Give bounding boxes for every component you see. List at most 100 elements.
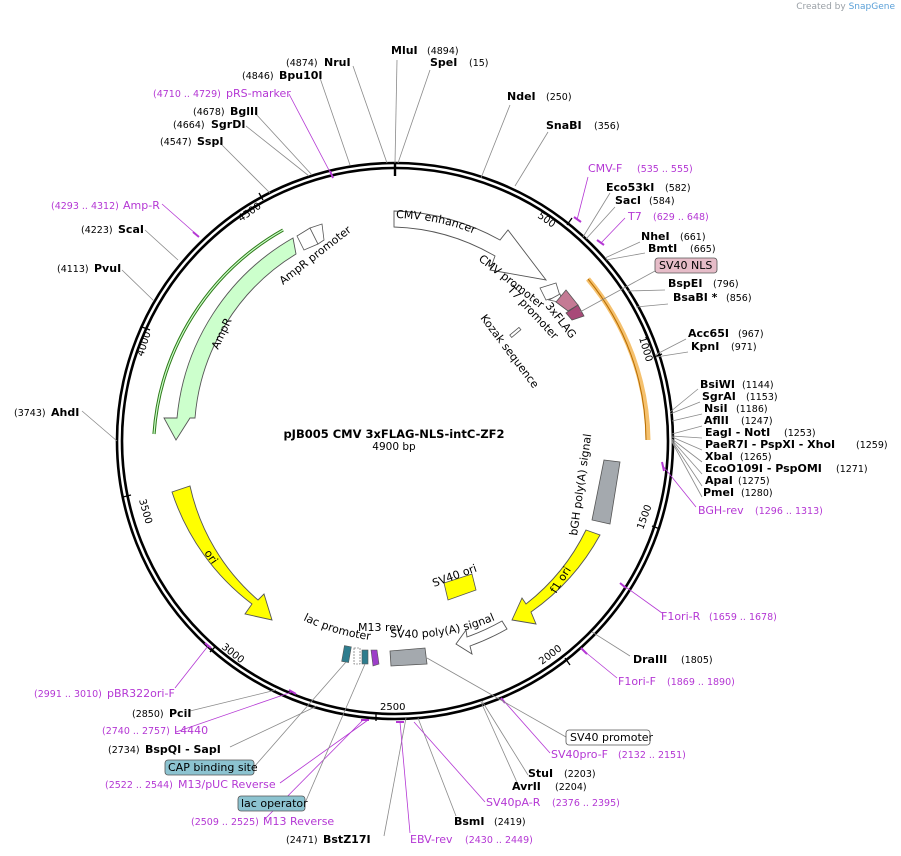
primer-name: pRS-marker bbox=[226, 87, 291, 100]
f1-ori-arrow bbox=[511, 529, 601, 625]
site-pos: (1153) bbox=[746, 392, 778, 403]
site-name: NruI bbox=[324, 56, 351, 69]
site-pos: (2419) bbox=[494, 817, 526, 828]
site-name: AhdI bbox=[51, 406, 79, 419]
site-pos: (584) bbox=[649, 196, 675, 207]
cap-site-mark bbox=[341, 645, 352, 663]
site-pos: (1265) bbox=[740, 452, 772, 463]
ampr-arrow bbox=[163, 237, 297, 441]
sv40-ori-feature bbox=[443, 573, 477, 601]
sv40-promoter-box bbox=[565, 729, 651, 746]
site-pos: (2204) bbox=[555, 782, 587, 793]
site-pos: (856) bbox=[726, 293, 752, 304]
tick-1500: 1500 bbox=[635, 503, 654, 531]
site-name: SspI bbox=[197, 135, 223, 148]
lac-promoter-mark bbox=[353, 647, 361, 665]
site-pos: (4547) bbox=[160, 137, 192, 148]
primer-pos: (2740 .. 2757) bbox=[102, 726, 170, 737]
lac-op-mark bbox=[361, 649, 369, 665]
f1-ori-label: f1 ori bbox=[548, 564, 574, 595]
site-pos: (1186) bbox=[736, 404, 768, 415]
amp-band-light bbox=[153, 229, 284, 435]
site-name: BspEI bbox=[668, 277, 702, 290]
primer-pos: (4710 .. 4729) bbox=[153, 89, 221, 100]
site-name: DraIII bbox=[633, 653, 667, 666]
site-pos: (3743) bbox=[14, 408, 46, 419]
site-pos: (4678) bbox=[193, 107, 225, 118]
site-name: BstZ17I bbox=[323, 833, 371, 846]
primer-name: F1ori-F bbox=[618, 675, 656, 688]
tick-1000: 1000 bbox=[636, 336, 654, 364]
site-pos: (356) bbox=[594, 121, 620, 132]
site-pos: (1259) bbox=[856, 440, 888, 451]
site-pos: (2203) bbox=[564, 769, 596, 780]
site-name: PvuI bbox=[94, 262, 121, 275]
m13-rev-label: M13 rev bbox=[358, 621, 403, 634]
site-pos: (582) bbox=[665, 183, 691, 194]
ori-arrow bbox=[171, 485, 273, 621]
primer-name: T7 bbox=[627, 210, 642, 223]
kozak-mark bbox=[509, 326, 522, 338]
tick-marks bbox=[122, 192, 663, 721]
site-pos: (4223) bbox=[81, 225, 113, 236]
primer-pos: (1869 .. 1890) bbox=[667, 677, 735, 688]
site-name: MluI bbox=[391, 44, 418, 57]
site-pos: (2850) bbox=[132, 709, 164, 720]
m13-rev-mark bbox=[370, 649, 380, 667]
site-pos: (971) bbox=[731, 342, 757, 353]
site-pos: (1280) bbox=[741, 488, 773, 499]
site-name: BglII bbox=[230, 105, 258, 118]
site-name: PmeI bbox=[703, 486, 734, 499]
primer-name: CMV-F bbox=[588, 162, 622, 175]
site-pos: (1271) bbox=[836, 464, 868, 475]
site-name: KpnI bbox=[691, 340, 719, 353]
primer-pos: (1659 .. 1678) bbox=[709, 612, 777, 623]
primer-name: M13/pUC Reverse bbox=[178, 778, 276, 791]
site-pos: (4846) bbox=[242, 71, 274, 82]
site-pos: (1275) bbox=[738, 476, 770, 487]
primer-name: L4440 bbox=[174, 724, 208, 737]
site-pos: (1253) bbox=[784, 428, 816, 439]
plasmid-name: pJB005 CMV 3xFLAG-NLS-intC-ZF2 bbox=[283, 427, 504, 441]
orf-band-line bbox=[587, 278, 647, 441]
restriction-sites: MluI (4894) SpeI (15) NdeI (250) SnaBI (… bbox=[14, 44, 888, 846]
site-name: XbaI bbox=[705, 450, 733, 463]
ampr-promoter-head bbox=[309, 223, 325, 245]
site-name: SacI bbox=[615, 194, 641, 207]
site-pos: (796) bbox=[713, 279, 739, 290]
site-pos: (2734) bbox=[108, 745, 140, 756]
primer-pos: (1296 .. 1313) bbox=[755, 506, 823, 517]
site-pos: (4113) bbox=[57, 264, 89, 275]
cap-site-label: CAP binding site bbox=[168, 761, 258, 774]
sv40-polya-arrow bbox=[455, 620, 508, 655]
primer-leaders bbox=[161, 93, 697, 834]
site-name: BmtI bbox=[648, 242, 677, 255]
site-name: StuI bbox=[528, 767, 553, 780]
site-name: AvrII bbox=[512, 780, 541, 793]
tick-labels: 500 1000 1500 2000 2500 3000 3500 4000 4… bbox=[135, 201, 654, 713]
site-name: EcoO109I - PspOMI bbox=[705, 462, 822, 475]
primer-pos: (2509 .. 2525) bbox=[191, 817, 259, 828]
site-name: PaeR7I - PspXI - XhoI bbox=[705, 438, 835, 451]
site-pos: (1144) bbox=[742, 380, 774, 391]
primer-pos: (2522 .. 2544) bbox=[105, 780, 173, 791]
nls-arrow bbox=[565, 304, 585, 321]
site-pos: (1805) bbox=[681, 655, 713, 666]
site-name: SpeI bbox=[430, 56, 457, 69]
primer-name: BGH-rev bbox=[698, 504, 744, 517]
site-name: SgrAI bbox=[702, 390, 736, 403]
primers: CMV-F (535 .. 555) T7 (629 .. 648) BGH-r… bbox=[34, 87, 823, 846]
site-name: ApaI bbox=[705, 474, 733, 487]
site-name: ScaI bbox=[118, 223, 144, 236]
site-name: NheI bbox=[641, 230, 670, 243]
site-pos: (2471) bbox=[286, 835, 318, 846]
primer-pos: (2132 .. 2151) bbox=[618, 750, 686, 761]
primer-name: M13 Reverse bbox=[263, 815, 334, 828]
site-name: AflII bbox=[704, 414, 729, 427]
site-pos: (967) bbox=[738, 329, 764, 340]
site-name: SnaBI bbox=[546, 119, 582, 132]
site-name: BsmI bbox=[454, 815, 485, 828]
primer-name: F1ori-R bbox=[661, 610, 701, 623]
plasmid-size: 4900 bp bbox=[372, 441, 416, 453]
